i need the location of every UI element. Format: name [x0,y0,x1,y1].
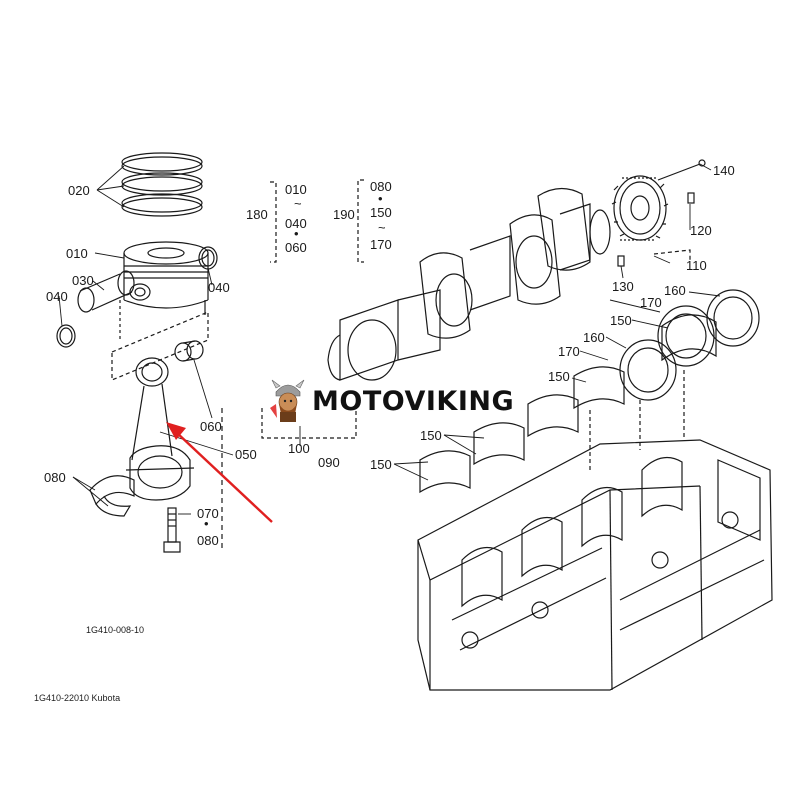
callout-180-to2: 060 [285,240,307,255]
callout-160-top: 160 [664,283,686,298]
callout-040-left: 040 [46,289,68,304]
piston-pin-drawing [77,270,135,313]
crank-gear-drawing [611,175,669,241]
callout-190-mid: 150 [370,205,392,220]
callout-180-from: 010 [285,182,307,197]
callout-160-mid: 160 [583,330,605,345]
callout-190-to: 170 [370,237,392,252]
callout-180-to1: 040 [285,216,307,231]
callout-dot-070: • [204,516,209,531]
callout-030: 030 [72,273,94,288]
connecting-rod-drawing [125,357,195,501]
callout-180-dot: • [294,226,299,241]
piston-drawing [119,241,209,340]
callout-060: 060 [200,419,222,434]
callout-190-tilde: ~ [378,220,386,235]
callout-080-bearing: 080 [44,470,66,485]
callout-020: 020 [68,183,90,198]
bushing-drawing [174,340,204,362]
callout-180-tilde: ~ [294,196,302,211]
callout-150-top: 150 [610,313,632,328]
drawing-code: 1G410-008-10 [86,625,144,635]
callout-190-dot: • [378,191,383,206]
crankshaft-drawing [327,187,611,381]
engine-block-drawing [417,439,773,691]
callout-110: 110 [686,258,707,273]
callout-150-mid: 150 [548,369,570,384]
callout-080-bolt: 080 [197,533,219,548]
conrod-bearing-drawing [89,475,135,517]
callout-050: 050 [235,447,257,462]
piston-rings-drawing [121,152,203,217]
viking-mascot-icon [270,379,305,422]
callout-120: 120 [690,223,712,238]
callout-190-from: 080 [370,179,392,194]
callout-150-lower: 150 [420,428,442,443]
callout-040-right: 040 [208,280,230,295]
callout-150-bottom: 150 [370,457,392,472]
callout-130: 130 [612,279,634,294]
callout-170-mid: 170 [558,344,580,359]
callout-180: 180 [246,207,268,222]
callout-090: 090 [318,455,340,470]
part-caption: 1G410-22010 Kubota [34,693,121,703]
main-bearings-drawing [419,289,760,494]
watermark-logo: MOTOVIKING [268,375,514,427]
highlight-arrow [166,422,273,523]
callout-010: 010 [66,246,88,261]
bolt-drawing [163,507,181,553]
callout-140: 140 [713,163,735,178]
callout-100: 100 [288,441,310,456]
callout-190: 190 [333,207,355,222]
brand-name: MOTOVIKING [312,385,515,417]
callout-170-top: 170 [640,295,662,310]
callout-070: 070 [197,506,219,521]
